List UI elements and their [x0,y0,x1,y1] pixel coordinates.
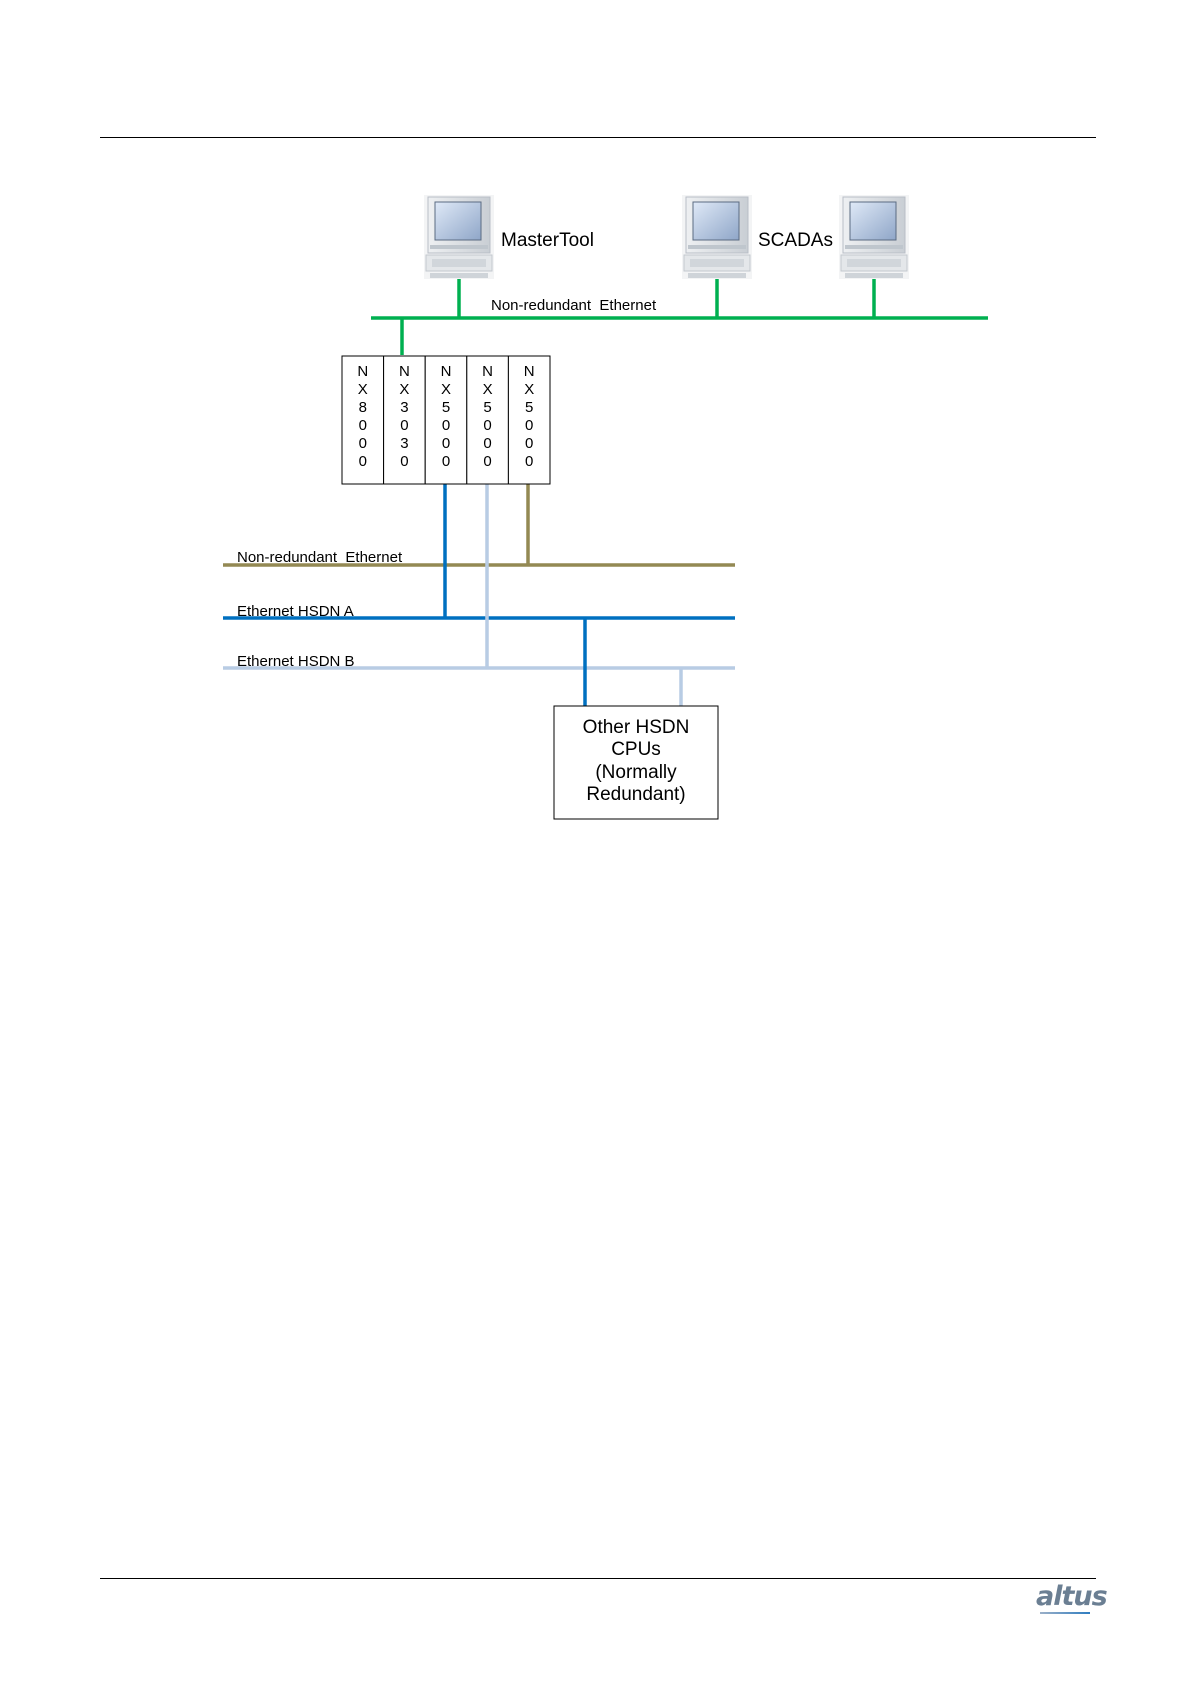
scada-computer-icon-2 [839,195,909,279]
lower-network-label: Non-redundant Ethernet [237,549,403,566]
module-nx5000-c-char: 5 [525,399,533,416]
module-nx3030-char: 0 [400,453,408,470]
other-cpus-line-4: Redundant) [586,784,685,805]
module-nx8000-char: 0 [359,417,367,434]
module-nx3030-char: X [399,381,409,398]
module-nx3030-char: 3 [400,435,408,452]
module-nx5000-a-char: X [441,381,451,398]
module-nx5000-c-char: N [524,363,535,380]
module-nx3030-char: N [399,363,410,380]
other-cpus-line-2: CPUs [611,739,661,760]
scada-computer-icon [682,195,752,279]
altus-logo: altus [1036,1582,1098,1616]
module-nx5000-b-char: 5 [483,399,491,416]
module-nx5000-b-char: 0 [483,417,491,434]
module-nx5000-c-char: X [524,381,534,398]
module-nx8000-char: 0 [359,453,367,470]
module-nx8000-char: N [357,363,368,380]
network-lines [223,279,988,706]
hsdn-b-label: Ethernet HSDN B [237,653,355,670]
module-nx3030-char: 3 [400,399,408,416]
module-nx5000-b-char: 0 [483,453,491,470]
module-nx5000-c-char: 0 [525,435,533,452]
module-nx8000-char: 8 [359,399,367,416]
module-nx8000-char: 0 [359,435,367,452]
module-nx5000-c-char: 0 [525,453,533,470]
module-nx3030-char: 0 [400,417,408,434]
other-cpus-line-3: (Normally [595,762,677,783]
logo-underline [1040,1612,1090,1614]
module-nx5000-a-char: 5 [442,399,450,416]
module-nx5000-b-char: 0 [483,435,491,452]
module-nx5000-b-char: N [482,363,493,380]
mastertool-computer-icon [424,195,494,279]
module-nx5000-b-char: X [483,381,493,398]
module-nx8000-char: X [358,381,368,398]
module-nx5000-c-char: 0 [525,417,533,434]
module-nx5000-a-char: 0 [442,435,450,452]
module-nx5000-a-char: N [441,363,452,380]
hsdn-a-label: Ethernet HSDN A [237,603,354,620]
module-nx5000-a-char: 0 [442,417,450,434]
other-cpus-line-1: Other HSDN [583,717,690,738]
scadas-label: SCADAs [758,230,833,251]
footer-rule [100,1578,1096,1579]
mastertool-label: MasterTool [501,230,594,251]
top-network-label: Non-redundant Ethernet [491,297,657,314]
logo-text: altus [1036,1582,1107,1612]
module-nx5000-a-char: 0 [442,453,450,470]
